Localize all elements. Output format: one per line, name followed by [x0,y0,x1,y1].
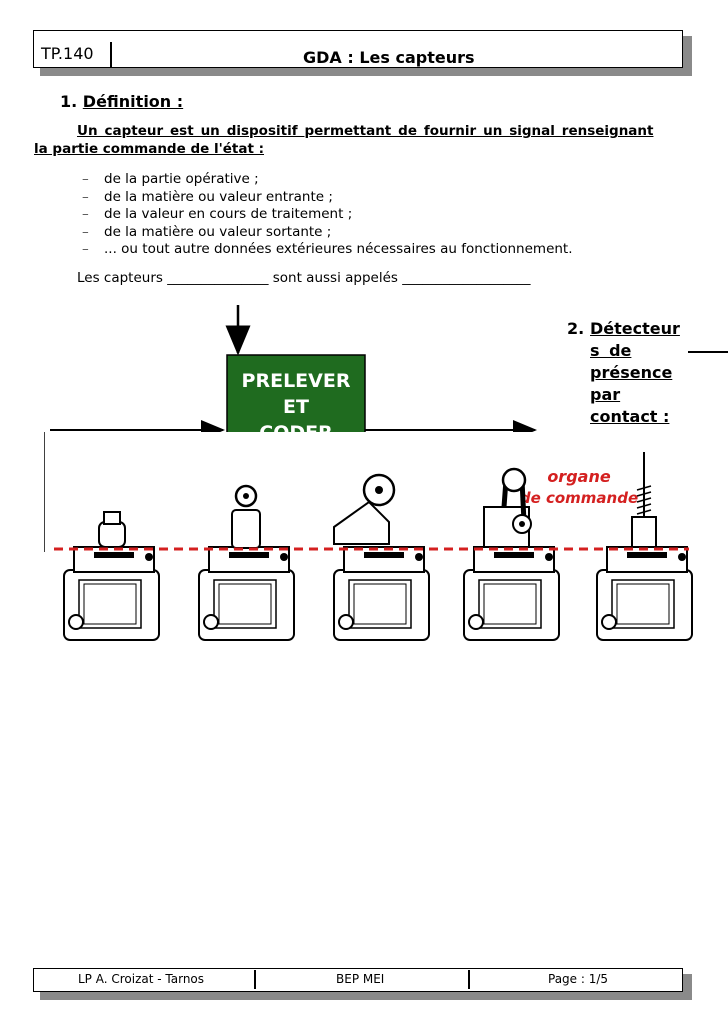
footer-divider [468,970,470,989]
list-item-text: de la valeur en cours de traitement ; [104,206,353,222]
header-box [33,30,683,68]
footer-class: BEP MEI [336,972,385,986]
list-item: –de la matière ou valeur entrante ; [80,189,573,207]
prelever-diagram: PRELEVER ET CODER [50,305,537,445]
section2-title-line: par [590,385,621,404]
section1-number: 1. [60,92,78,111]
heading-underline-extension [688,351,728,353]
definition-bullet-list: –de la partie opérative ; –de la matière… [80,171,573,259]
list-item-text: de la matière ou valeur sortante ; [104,223,332,240]
switch-spring-rod [596,452,693,641]
switch-roller-plunger [198,484,295,641]
switch-roller-lever [333,473,430,641]
document-ref: TP.140 [41,44,94,63]
list-item-text: de la partie opérative ; [104,171,259,187]
switch-plunger [63,511,160,641]
list-item: –de la valeur en cours de traitement ; [80,206,573,224]
dash-marker: – [82,223,89,240]
organe-annotation-2: de commande [520,489,638,507]
page-title: GDA : Les capteurs [303,48,475,67]
list-item: –... ou tout autre données extérieures n… [80,241,573,259]
footer-page-number: Page : 1/5 [548,972,609,986]
organe-annotation-1: organe [547,467,611,486]
list-item-text: ... ou tout autre données extérieures né… [104,241,573,257]
dash-marker: – [82,241,89,257]
dash-marker: – [82,206,89,222]
definition-line-2: la partie commande de l'état : [34,141,265,157]
dash-marker: – [82,188,89,205]
footer-school: LP A. Croizat - Tarnos [78,972,205,986]
list-item-text: de la matière ou valeur entrante ; [104,188,333,205]
list-item: –de la partie opérative ; [80,171,573,189]
section1-heading: 1. Définition : [60,92,183,112]
section2-title-line: s de [590,341,632,360]
dash-marker: – [82,171,89,187]
section2-title-line: présence [590,363,673,382]
footer-divider [254,970,256,989]
section2-title-line: Détecteur [590,319,680,338]
list-item: –de la matière ou valeur sortante ; [80,224,573,242]
prelever-block [226,354,366,445]
footer-box [33,968,683,992]
fill-in-sentence: Les capteurs _______________ sont aussi … [77,270,531,286]
block-label-1: PRELEVER [242,370,351,392]
section2-title: Détecteur s de présence par contact : [590,318,728,428]
section2-title-line: contact : [590,407,670,426]
section1-title: Définition : [82,92,184,111]
limit-switches-photo: organe de commande [44,432,694,662]
block-label-2: ET [283,396,309,418]
header-divider [110,42,112,68]
switch-rod-lever [463,467,560,641]
definition-line-1: Un capteur est un dispositif permettant … [77,123,654,139]
section2-number: 2. [567,319,585,338]
